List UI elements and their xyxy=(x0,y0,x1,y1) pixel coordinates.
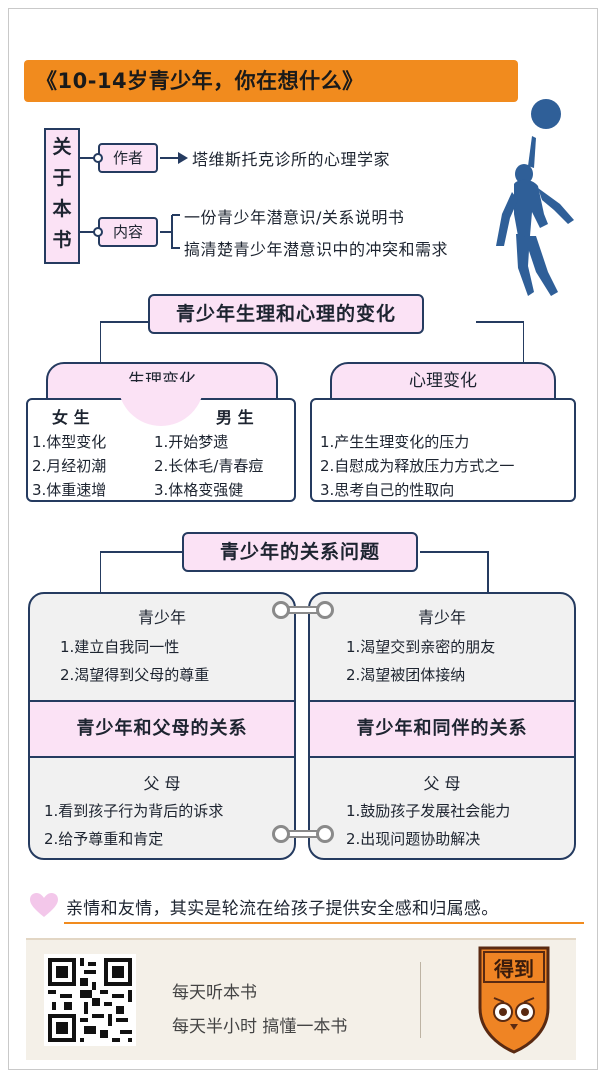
content-line-1: 一份青少年潜意识/关系说明书 xyxy=(184,208,405,227)
mental-item: 1.产生生理变化的压力 xyxy=(320,433,470,451)
parent-relation-card: 青少年 1.建立自我同一性 2.渴望得到父母的尊重 青少年和父母的关系 父 母 … xyxy=(28,592,296,860)
page-frame xyxy=(8,8,598,1070)
mental-change-tab: 心理变化 xyxy=(330,362,556,400)
author-text: 塔维斯托克诊所的心理学家 xyxy=(192,150,391,169)
male-item: 2.长体毛/青春痘 xyxy=(154,457,264,475)
content-tag-dot xyxy=(93,227,103,237)
dedao-logo-icon xyxy=(478,946,550,1054)
dedao-logo-text: 得到 xyxy=(494,957,534,981)
peer-card-teen-item: 1.渴望交到亲密的朋友 xyxy=(346,638,496,656)
parent-card-teen-item: 2.渴望得到父母的尊重 xyxy=(60,666,210,684)
footer-line-1: 每天听本书 xyxy=(172,983,257,1003)
author-tag: 作者 xyxy=(98,143,158,173)
parent-card-parent-item: 2.给予尊重和肯定 xyxy=(44,830,164,848)
peer-card-teen-label: 青少年 xyxy=(417,608,466,627)
peer-card-parent-item: 1.鼓励孩子发展社会能力 xyxy=(346,802,511,820)
female-label: 女 生 xyxy=(52,408,90,427)
footer-divider xyxy=(420,962,421,1038)
peer-card-parent-label: 父 母 xyxy=(423,774,461,793)
about-book-label: 关于本书 xyxy=(44,128,80,264)
peer-card-teen-item: 2.渴望被团体接纳 xyxy=(346,666,466,684)
basketball-player-illustration xyxy=(496,99,574,296)
author-tag-dot xyxy=(93,153,103,163)
footer: 每天听本书 每天半小时 搞懂一本书 得到 xyxy=(26,938,576,1060)
relations-connectors xyxy=(100,551,489,592)
parent-card-teen-label: 青少年 xyxy=(137,608,186,627)
mental-item: 2.自慰成为释放压力方式之一 xyxy=(320,457,515,475)
mental-item: 3.思考自己的性取向 xyxy=(320,481,455,499)
content-line-2: 搞清楚青少年潜意识中的冲突和需求 xyxy=(184,240,449,259)
closing-quote: 亲情和友情，其实是轮流在给孩子提供安全感和归属感。 xyxy=(66,899,499,919)
female-item: 2.月经初潮 xyxy=(32,457,107,475)
chain-ring-icon xyxy=(316,601,334,619)
content-tag: 内容 xyxy=(98,217,158,247)
female-item: 3.体重速增 xyxy=(32,481,107,499)
mental-change-card: 1.产生生理变化的压力 2.自慰成为释放压力方式之一 3.思考自己的性取向 xyxy=(310,398,576,502)
male-item: 3.体格变强健 xyxy=(154,481,244,499)
book-title: 《10-14岁青少年，你在想什么》 xyxy=(24,60,518,102)
peer-relation-title: 青少年和同伴的关系 xyxy=(310,700,574,758)
male-item: 1.开始梦遗 xyxy=(154,433,229,451)
qr-code-icon xyxy=(44,954,136,1046)
quote-underline xyxy=(64,922,584,924)
chain-link-top xyxy=(284,606,324,614)
tab-notch xyxy=(118,382,204,426)
chain-ring-icon xyxy=(316,825,334,843)
parent-relation-title: 青少年和父母的关系 xyxy=(30,700,294,758)
parent-card-teen-item: 1.建立自我同一性 xyxy=(60,638,180,656)
chain-ring-icon xyxy=(272,601,290,619)
changes-connectors xyxy=(100,321,524,362)
heart-icon xyxy=(30,893,58,917)
chain-ring-icon xyxy=(272,825,290,843)
parent-card-parent-label: 父 母 xyxy=(143,774,181,793)
chain-link-bottom xyxy=(284,830,324,838)
female-item: 1.体型变化 xyxy=(32,433,107,451)
peer-relation-card: 青少年 1.渴望交到亲密的朋友 2.渴望被团体接纳 青少年和同伴的关系 父 母 … xyxy=(308,592,576,860)
peer-card-parent-item: 2.出现问题协助解决 xyxy=(346,830,481,848)
relations-section-title: 青少年的关系问题 xyxy=(182,532,418,572)
parent-card-parent-item: 1.看到孩子行为背后的诉求 xyxy=(44,802,224,820)
physical-change-card: 女 生 男 生 1.体型变化 2.月经初潮 3.体重速增 1.开始梦遗 2.长体… xyxy=(26,382,296,502)
footer-line-2: 每天半小时 搞懂一本书 xyxy=(172,1017,348,1037)
changes-section-title: 青少年生理和心理的变化 xyxy=(148,294,424,334)
male-label: 男 生 xyxy=(216,408,254,427)
